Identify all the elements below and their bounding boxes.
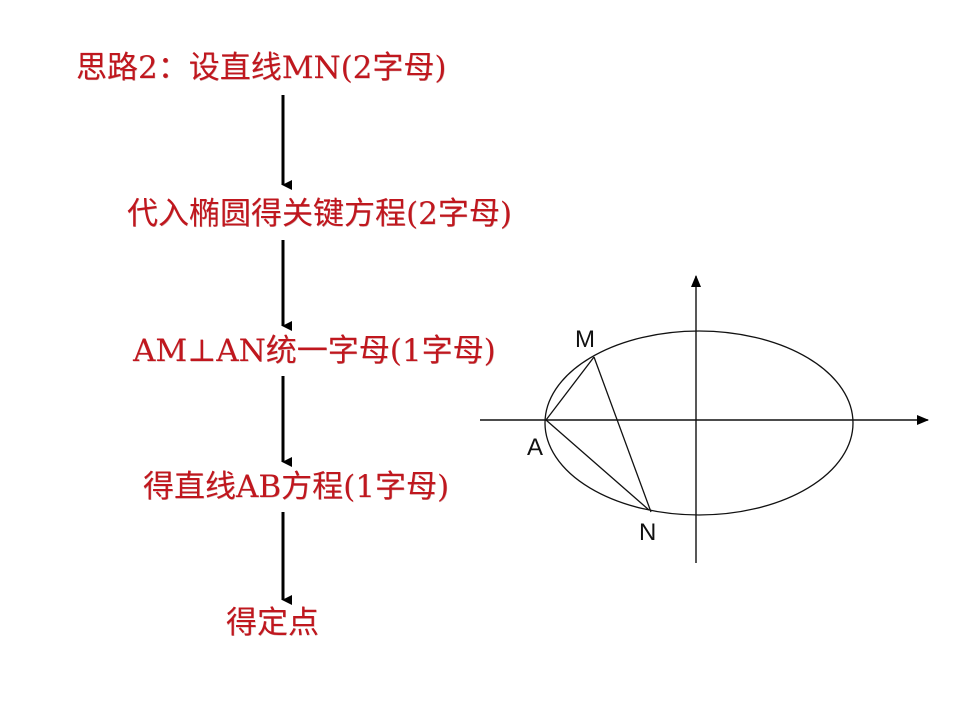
segment-AN [545,419,650,511]
triangle-segments [545,356,652,513]
point-label-N: N [639,519,656,546]
segment-AM [545,356,595,421]
flow-step-2: 代入椭圆得关键方程(2字母) [127,196,512,232]
point-label-A: A [527,434,543,461]
flow-step-5: 得定点 [226,605,319,641]
flow-step-1: 思路2：设直线MN(2字母) [76,50,447,86]
segment-MN [593,356,652,513]
flow-step-3: AM⊥AN统一字母(1字母) [133,333,496,369]
flow-step-4: 得直线AB方程(1字母) [143,469,450,505]
ellipse-curve [544,330,854,516]
coordinate-axes [480,275,929,563]
point-label-M: M [575,326,595,353]
